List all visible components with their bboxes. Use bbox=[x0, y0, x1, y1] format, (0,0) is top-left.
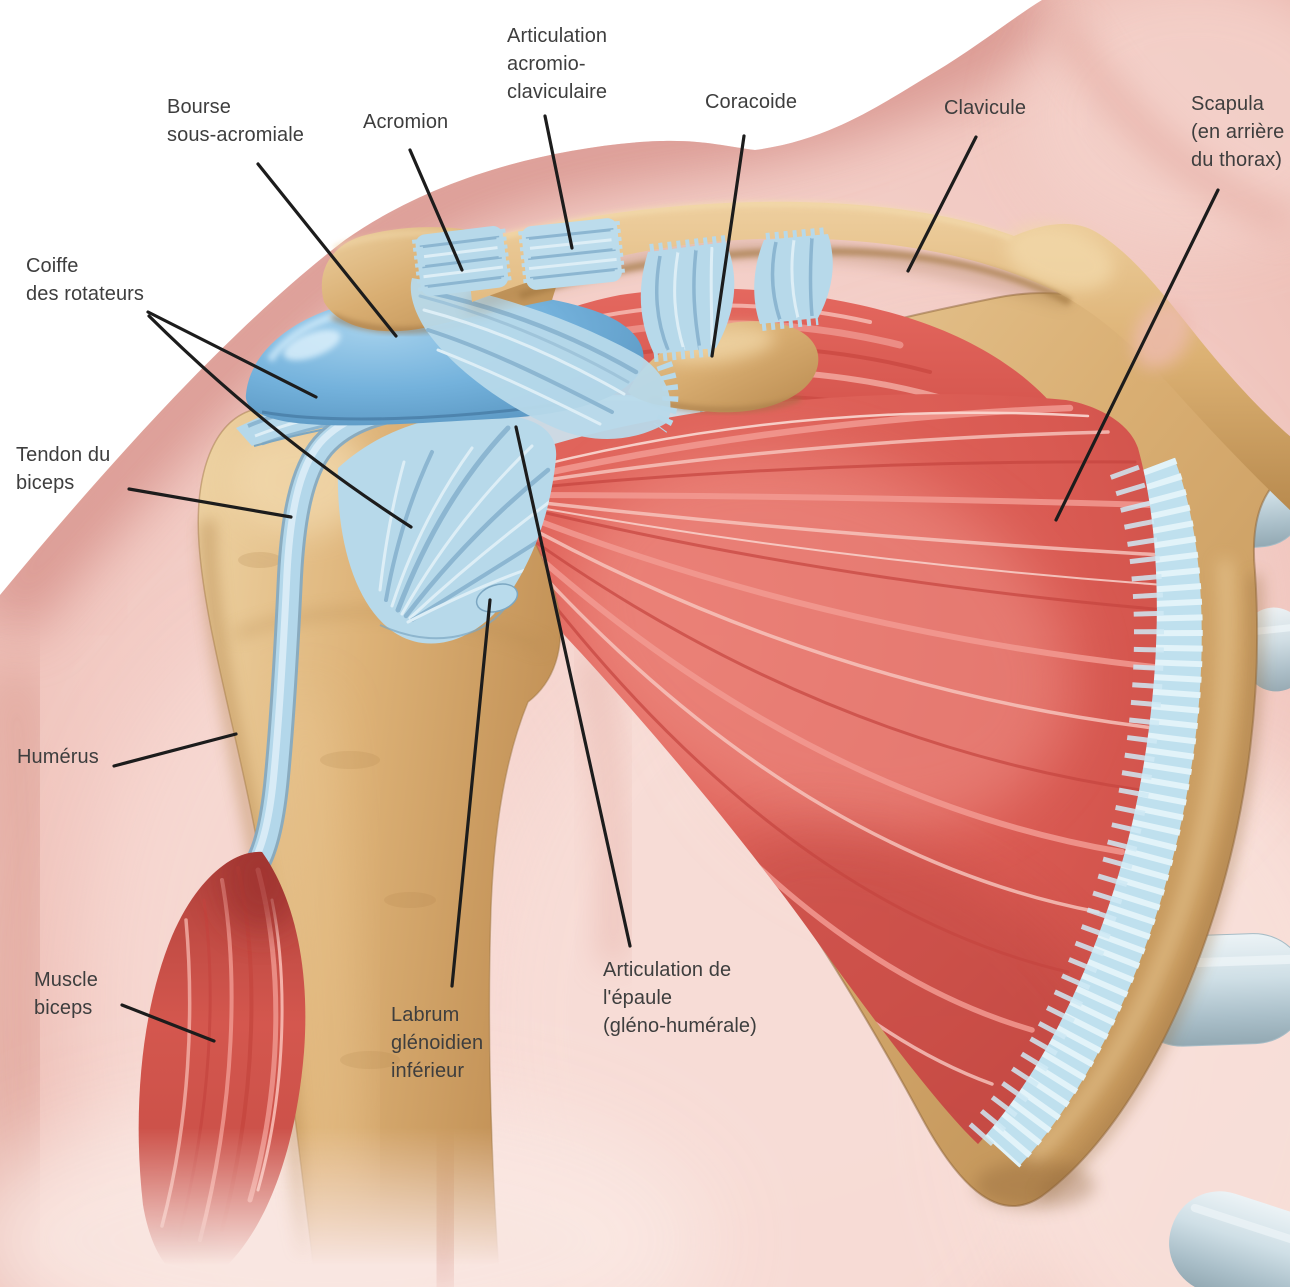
axilla-crease bbox=[580, 653, 627, 966]
trapezoid-ligament bbox=[754, 227, 833, 331]
coracoclavicular-ligaments bbox=[640, 227, 833, 362]
leader-bourse bbox=[256, 162, 398, 338]
ac-band-joint bbox=[518, 218, 626, 290]
leader-clavicule bbox=[906, 135, 978, 273]
leader-muscle-biceps bbox=[120, 1003, 216, 1043]
leader-coracoide bbox=[710, 134, 746, 358]
leader-articulation-acromio-claviculaire bbox=[543, 114, 574, 250]
leader-coiffe-1 bbox=[146, 310, 318, 399]
inferior-glenoid-labrum bbox=[475, 583, 519, 613]
acromioclavicular-ligament-bands bbox=[411, 218, 626, 296]
leader-labrum bbox=[450, 598, 492, 988]
leader-acromion bbox=[408, 148, 464, 272]
ac-band-left bbox=[411, 226, 513, 296]
leader-scapula bbox=[1054, 188, 1220, 522]
conoid-ligament bbox=[640, 235, 735, 362]
clavicle-bone bbox=[466, 201, 1290, 511]
leader-humerus bbox=[112, 732, 238, 768]
neck-crease bbox=[1049, 17, 1290, 237]
neck-highlight bbox=[1020, 0, 1290, 250]
leader-tendon-biceps bbox=[127, 487, 293, 519]
coracoacromial-ligament bbox=[410, 278, 679, 440]
leader-lines bbox=[112, 114, 1220, 1043]
fringe-interleave bbox=[966, 464, 1164, 1149]
leader-coiffe-2 bbox=[147, 314, 413, 529]
subscapularis-insertion-fringe bbox=[976, 457, 1203, 1168]
leader-articulation-epaule bbox=[514, 425, 632, 948]
ligament-frayed-end bbox=[653, 361, 679, 433]
clavicle-notch bbox=[1133, 301, 1191, 369]
